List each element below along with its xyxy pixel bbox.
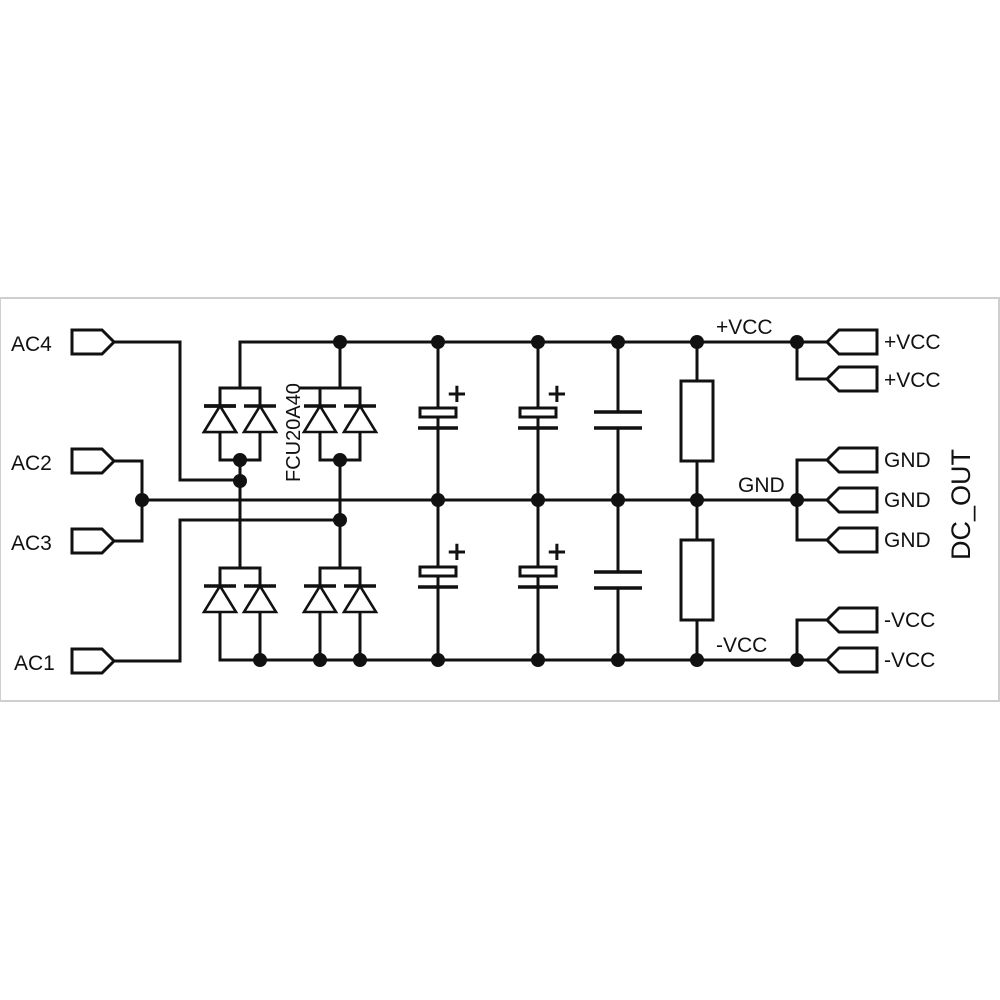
terminal-out-vcc-1[interactable] [824,328,879,356]
input-terminals: AC4 AC2 AC3 AC1 [11,328,117,675]
ceramic-capacitors [594,410,642,590]
label-ac1: AC1 [14,652,55,675]
electrolytic-capacitors: + + + + [418,379,568,589]
capacitor-c3 [594,410,642,430]
terminal-ac4[interactable] [70,328,117,356]
diode-d4 [341,386,379,462]
diode-d1 [201,386,239,462]
diode-d5 [201,583,239,614]
label-out-gnd-2: GND [884,489,931,512]
terminal-ac2[interactable] [70,447,117,475]
terminal-out-gnd-3[interactable] [824,526,879,554]
label-ac3: AC3 [11,532,52,555]
svg-text:+: + [546,537,568,567]
label-out-neg-1: -VCC [884,609,935,632]
diode-d3 [301,386,339,462]
junction-dots [135,335,804,667]
capacitor-c4: + [418,537,468,589]
output-terminals: +VCC +VCC GND GND GND -VCC -VCC [824,328,941,674]
capacitor-c5: + [518,537,568,589]
terminal-out-neg-2[interactable] [824,646,879,674]
bleeder-resistors [679,379,715,622]
label-ac2: AC2 [11,452,52,475]
label-out-neg-2: -VCC [884,649,935,672]
capacitor-c6 [594,570,642,590]
diode-d7 [301,583,339,614]
diode-d2 [241,386,279,462]
svg-text:+: + [446,537,468,567]
resistor-r1 [679,379,715,463]
rectifier-diodes [201,386,379,614]
label-out-gnd-1: GND [884,449,931,472]
terminal-out-vcc-2[interactable] [824,365,879,393]
label-ac4: AC4 [11,333,52,356]
rail-label-pos: +VCC [716,316,773,339]
terminal-out-neg-1[interactable] [824,606,879,634]
rectifier-part-label: FCU20A40 [283,383,305,482]
capacitor-c1: + [418,379,468,430]
label-out-vcc-2: +VCC [884,369,941,392]
rail-label-gnd: GND [738,474,785,497]
rail-label-neg: -VCC [716,634,767,657]
diode-d8 [341,583,379,614]
output-connector-title: DC_OUT [946,449,976,560]
terminal-out-gnd-2[interactable] [824,486,879,514]
label-out-gnd-3: GND [884,529,931,552]
resistor-r2 [679,538,715,622]
label-out-vcc-1: +VCC [884,331,941,354]
terminal-out-gnd-1[interactable] [824,446,879,474]
terminal-ac3[interactable] [70,527,117,555]
svg-text:+: + [546,379,568,409]
diode-d6 [241,583,279,614]
svg-text:+: + [446,379,468,409]
terminal-ac1[interactable] [70,647,117,675]
capacitor-c2: + [518,379,568,430]
